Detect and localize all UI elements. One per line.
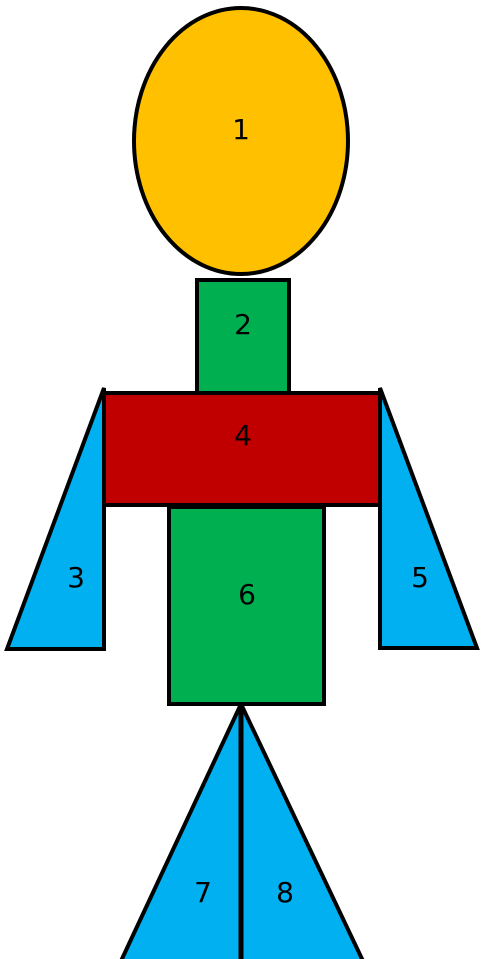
left-leg-label: 7 [194,876,212,909]
torso-label: 6 [238,578,256,611]
left-leg-triangle [119,703,243,959]
shoulders-label: 4 [234,419,252,452]
neck-label: 2 [234,308,252,341]
left-arm-triangle [4,387,106,651]
right-leg-label: 8 [276,876,294,909]
head-ellipse [132,6,350,276]
right-arm-label: 5 [411,561,429,594]
left-arm-label: 3 [67,561,85,594]
shoulders-rectangle [102,391,382,507]
right-leg-triangle [239,703,365,959]
torso-rectangle [167,505,326,706]
head-label: 1 [232,113,250,146]
right-arm-triangle [378,387,480,650]
